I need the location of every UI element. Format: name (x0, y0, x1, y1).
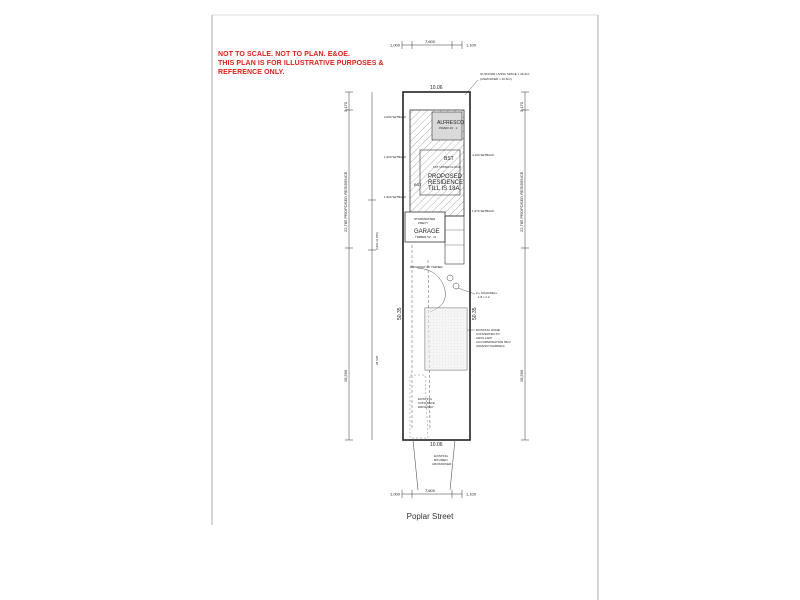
soakwell-2 (452, 282, 460, 290)
setback-4: 4,100 SETBACK (472, 153, 494, 157)
alfresco-sub: PAVED 16 · 1 (439, 126, 458, 130)
existing-concrete-label-3: DRIVEWAY (418, 405, 434, 409)
bottom-dimension-chain (401, 490, 463, 498)
lot-length-right: 50.35 (472, 307, 478, 320)
dim-right-outer-bottom: 28,590 (519, 369, 524, 382)
dim-bottom-mid: 7,600 (425, 488, 436, 493)
alfresco-label: ALFRESCO (437, 120, 464, 126)
left-outer-dimensions (345, 91, 376, 441)
bst-label-2: BST (414, 182, 422, 187)
right-outer-dimensions (521, 91, 529, 441)
existing-crossover-label-3: CROSSOVER (432, 462, 452, 466)
street-name: Poplar Street (406, 512, 454, 521)
dim-left-outer-top: 3,170 (343, 101, 348, 112)
disclaimer-line-3: REFERENCE ONLY. (218, 69, 285, 76)
stormwater-label: STORMWATER (414, 217, 436, 221)
porch (444, 215, 465, 265)
residence-label: RESIDENCE (428, 180, 463, 186)
soakwell-1 (446, 274, 454, 282)
setback-5: 1,670 SETBACK (472, 209, 494, 213)
lot-boundary (402, 91, 471, 441)
existing-home-label-1: EXISTING HOME (476, 328, 500, 332)
existing-home-label-5: (GRANNY/GARDEN) (476, 344, 505, 348)
existing-crossover-label-1: EXISTING (434, 454, 449, 458)
bst-label: BST (444, 156, 454, 162)
outdoor-living-label-2: (UNROOFED = 10.6m²) (480, 77, 512, 81)
dim-left-inner-mid: 28,625 (375, 355, 379, 365)
driveway-curve (417, 267, 446, 313)
stormwater-label-2: PREVY (418, 221, 428, 225)
lot-width-top: 10.06 (430, 85, 443, 91)
dim-top-left: 1,000 (390, 43, 401, 48)
lot-length-left: 50.35 (397, 307, 403, 320)
lot-width-bottom: 10.06 (430, 442, 443, 448)
setback-3: 1,500 SETBACK (384, 195, 406, 199)
disclaimer-line-1: NOT TO SCALE. NOT TO PLAN. E&OE. (218, 51, 351, 58)
dim-left-outer-bottom: 28,590 (343, 369, 348, 382)
garage-label: GARAGE (414, 229, 440, 235)
garage (404, 211, 446, 243)
dim-left-inner-long: 6,901 (6,970) (375, 232, 379, 250)
alfresco-area (431, 111, 463, 141)
driveway-label: DRIVEWAY BY OWNER (410, 265, 444, 269)
residence-sub: TILL IS 18A (428, 186, 459, 192)
existing-home-label-2: CONVERTED TO (476, 332, 500, 336)
existing-crossover (412, 439, 456, 491)
proposed-label: PROPOSED (428, 174, 463, 180)
soakwell-label: 2 x SOAKWELL (476, 291, 498, 295)
disclaimer: NOT TO SCALE. NOT TO PLAN. E&OE. THIS PL… (218, 50, 384, 77)
outdoor-living-label: OUTDOOR LIVING SPACE = 26.9m² (480, 72, 530, 76)
dim-bottom-right: 1,100 (466, 492, 477, 497)
dim-left-outer-long: 22,785 PROPOSED RESIDENCE (343, 171, 348, 232)
existing-concrete-driveway (409, 374, 429, 439)
dim-right-outer-long: 22,785 PROPOSED RESIDENCE (519, 171, 524, 232)
setback-1: 2,000 SETBACK (384, 115, 406, 119)
existing-concrete-label-1: EXISTING (418, 397, 433, 401)
soakwell-label-2: 1.8 x 1.2 (478, 295, 490, 299)
existing-concrete-label-2: CONCRETE (418, 401, 435, 405)
existing-home-label-4: ACCOMMODATION 65m² (476, 340, 511, 344)
garage-sub: TIMBER 52 · 11 (415, 235, 437, 239)
existing-home-label-3: ANCILLARY (476, 336, 493, 340)
disclaimer-line-2: THIS PLAN IS FOR ILLUSTRATIVE PURPOSES & (218, 60, 384, 67)
existing-crossover-label-2: BITUMEN (434, 458, 448, 462)
dim-right-outer-top: 3,170 (519, 101, 524, 112)
setback-2: 1,600 SETBACK (384, 155, 406, 159)
top-dimension-chain (401, 41, 463, 49)
dim-top-mid: 7,600 (425, 39, 436, 44)
dim-bottom-left: 1,000 (390, 492, 401, 497)
dim-top-right: 1,100 (466, 43, 477, 48)
residence-room (419, 149, 461, 196)
upper-floor-label: 1ST UPPER FLOOR (433, 165, 462, 169)
